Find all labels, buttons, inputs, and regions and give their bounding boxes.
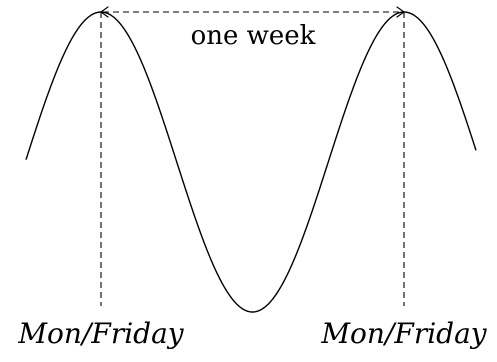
left-day-label: Mon/Friday [17,317,184,350]
left-arrowhead [100,6,109,18]
right-day-label: Mon/Friday [320,317,487,350]
cycle-wave [25,11,477,313]
interval-label: one week [191,21,316,51]
right-arrowhead [396,6,405,18]
